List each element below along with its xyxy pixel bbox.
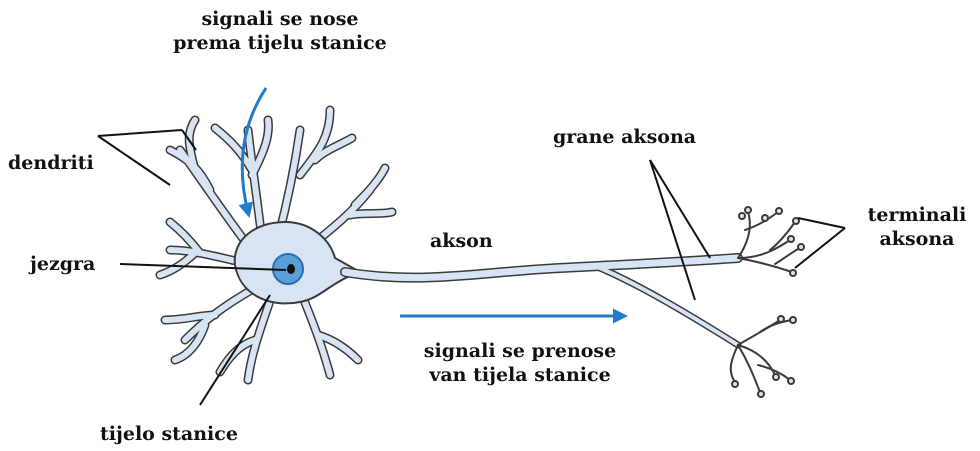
nucleolus — [287, 264, 295, 274]
label-signals-out-line-1: signali se prenose — [395, 340, 645, 364]
axon-shape — [345, 258, 738, 345]
label-axon-terminals: terminali aksona — [858, 204, 976, 252]
label-signals-in-line-2: prema tijelu stanice — [160, 32, 400, 56]
label-nucleus: jezgra — [30, 253, 95, 277]
label-signals-out-line-2: van tijela stanice — [395, 364, 645, 388]
label-signals-in: signali se nose prema tijelu stanice — [160, 8, 400, 56]
label-cell-body: tijelo stanice — [100, 423, 238, 447]
label-axon-terminals-line-1: terminali — [858, 204, 976, 228]
axon-terminals-lower — [731, 316, 796, 397]
label-axon-branches: grane aksona — [553, 126, 696, 150]
axon-terminals-upper — [738, 207, 804, 276]
label-axon: akson — [430, 230, 493, 254]
label-axon-terminals-line-2: aksona — [858, 228, 976, 252]
label-signals-in-line-1: signali se nose — [160, 8, 400, 32]
label-signals-out: signali se prenose van tijela stanice — [395, 340, 645, 388]
label-dendrites: dendriti — [8, 152, 94, 176]
